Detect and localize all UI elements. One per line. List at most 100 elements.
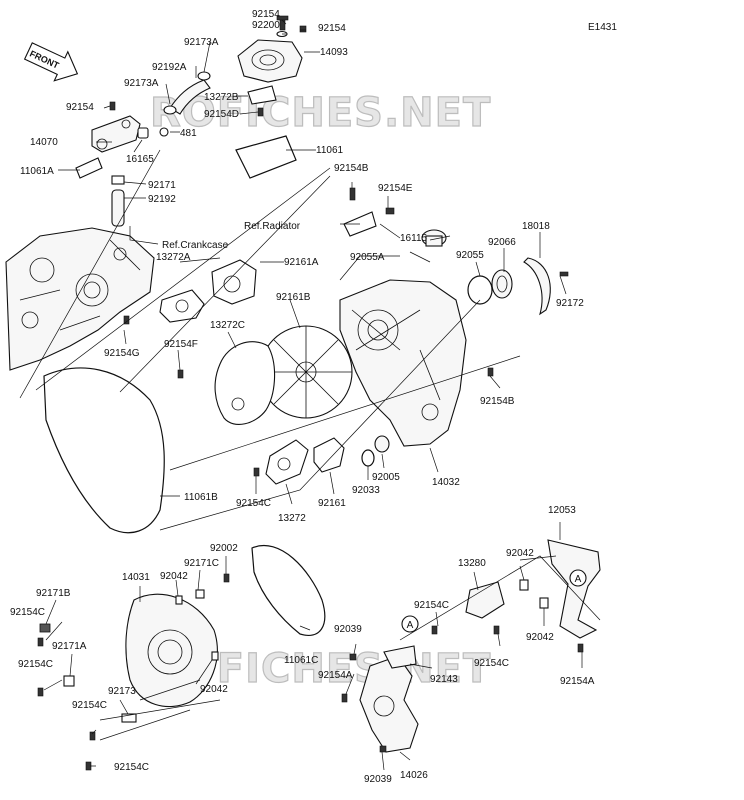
grommet-92039-bottom xyxy=(379,745,387,753)
bolt-92154A-left xyxy=(341,693,348,703)
cap-16115 xyxy=(421,229,447,247)
part-label: 92033 xyxy=(352,485,380,496)
part-label: 92154B xyxy=(480,396,515,407)
part-label: 14031 xyxy=(122,572,150,583)
part-label: 92154C xyxy=(474,658,509,669)
ref-radiator-label: Ref.Radiator xyxy=(244,221,301,232)
part-label: 92042 xyxy=(526,632,554,643)
clamp-92171A xyxy=(63,675,75,687)
seal-92066 xyxy=(491,269,513,299)
part-label: 92171A xyxy=(52,641,87,652)
bolt-92154C-left3 xyxy=(89,731,96,741)
part-label: 92154B xyxy=(334,163,369,174)
part-label: 92002 xyxy=(210,543,238,554)
part-label: 92154G xyxy=(104,348,140,359)
part-label: 92042 xyxy=(200,684,228,695)
part-label: 92154C xyxy=(18,659,53,670)
gasket-11061 xyxy=(235,135,297,179)
part-labels: 92154 92200 92154 92173A 14093 92192A 92… xyxy=(10,9,595,785)
part-label: 13272 xyxy=(278,513,306,524)
bushing-92042-b xyxy=(211,651,219,661)
gasket-11061B xyxy=(43,367,165,534)
part-label: 92154C xyxy=(236,498,271,509)
part-label: 92055A xyxy=(350,252,385,263)
bolt-92154C-r2 xyxy=(493,625,500,635)
leader-lines xyxy=(19,19,601,771)
part-label: 18018 xyxy=(522,221,550,232)
gasket-11061C xyxy=(251,545,326,636)
part-label: 92154E xyxy=(378,183,413,194)
part-label: 92154C xyxy=(114,762,149,773)
bolt-92154B-lower xyxy=(487,367,494,377)
part-label: 92161A xyxy=(284,257,319,268)
bracket-13280 xyxy=(465,581,505,619)
bolt-92154C-r1 xyxy=(431,625,438,635)
part-label: 92154F xyxy=(164,339,198,350)
part-label: 13272B xyxy=(204,92,239,103)
part-label: 14093 xyxy=(320,47,348,58)
bracket-92154B-upper xyxy=(343,187,377,237)
bolt-92002 xyxy=(223,573,230,583)
grommet-92039-top xyxy=(349,653,357,661)
part-label: 92039 xyxy=(334,624,362,635)
generator-cover-14032 xyxy=(339,279,467,447)
part-label: 92154A xyxy=(318,670,353,681)
bushing-92042-a xyxy=(175,595,183,605)
part-label: 92200 xyxy=(252,20,280,31)
bolt-92154-right xyxy=(299,25,307,33)
clamp-92173A-upper xyxy=(197,71,211,81)
part-label: 11061B xyxy=(184,492,218,503)
gasket-13272 xyxy=(265,439,309,485)
bolt-92154-top xyxy=(276,15,289,31)
part-label: 481 xyxy=(180,128,197,139)
part-label: 92173A xyxy=(124,78,159,89)
part-label: 92173A xyxy=(184,37,219,48)
bolt-92154C-mid xyxy=(253,467,260,477)
part-label: 16165 xyxy=(126,154,154,165)
gasket-13272A xyxy=(159,289,205,323)
part-label: 92154 xyxy=(66,102,94,113)
part-label: 92154D xyxy=(204,109,239,120)
part-label: 92066 xyxy=(488,237,516,248)
part-label: 14026 xyxy=(400,770,428,781)
front-arrow-icon: FRONT xyxy=(23,42,79,82)
hose-92192 xyxy=(111,189,125,227)
part-label: 92154C xyxy=(414,600,449,611)
clamp-92173A-lower xyxy=(163,105,177,115)
clamp-92171 xyxy=(111,175,125,185)
part-label: 92154A xyxy=(560,676,595,687)
callout-a-left: A xyxy=(401,615,419,633)
bolt-92172 xyxy=(559,271,569,277)
bolt-92154A-right xyxy=(577,643,584,653)
part-label: 92173 xyxy=(108,686,136,697)
part-label: 92171 xyxy=(148,180,176,191)
part-label: 14070 xyxy=(30,137,58,148)
oring-92055 xyxy=(467,275,493,305)
callout-a-left-letter: A xyxy=(407,620,414,631)
part-label: 13280 xyxy=(458,558,486,569)
part-label: 11061 xyxy=(316,145,344,156)
plug-16165 xyxy=(137,127,149,139)
bracket-92143 xyxy=(383,645,417,669)
part-label: 92154 xyxy=(252,9,280,20)
callout-a-right-letter: A xyxy=(575,574,582,585)
shroud-92161A xyxy=(211,259,257,305)
watermark-top-outline: ROFICHES.NET xyxy=(150,90,491,136)
shroud-92161 xyxy=(313,437,345,473)
bolt-92154C-left2 xyxy=(37,687,44,697)
part-label: 14032 xyxy=(432,477,460,488)
collar-92042-b xyxy=(539,597,549,609)
seal-92005 xyxy=(374,435,390,453)
part-label: 13272A xyxy=(156,252,191,263)
part-label: 92154 xyxy=(318,23,346,34)
bolt-92154E xyxy=(385,207,395,215)
part-label: 92171C xyxy=(184,558,219,569)
part-label: 92172 xyxy=(556,298,584,309)
watermark-top: ROFICHES.NET xyxy=(150,90,491,136)
part-label: 11061A xyxy=(20,166,54,177)
bolt-92154C-left1 xyxy=(37,637,44,647)
oring-481 xyxy=(159,127,169,137)
part-label: 92192A xyxy=(152,62,187,73)
part-label: 92161 xyxy=(318,498,346,509)
part-label: 92161B xyxy=(276,292,311,303)
